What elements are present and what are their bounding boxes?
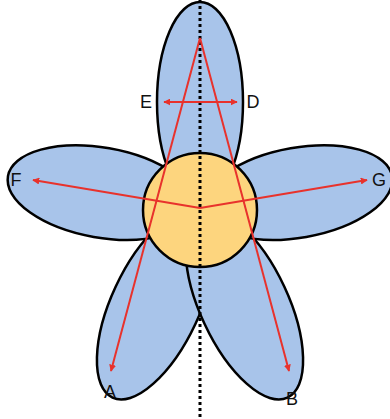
length-arrow: [111, 38, 200, 371]
symmetry-axis: [199, 0, 202, 419]
label-letter: F: [11, 171, 22, 189]
span-arrow: [33, 180, 200, 208]
length-arrow: [200, 38, 289, 371]
span-arrow: [200, 180, 367, 208]
measure-arrows: [33, 38, 367, 371]
label-letter: B: [286, 390, 298, 408]
label-letter: G: [372, 171, 386, 189]
label-letter: A: [104, 383, 116, 401]
label-letter: E: [140, 93, 152, 111]
width-arrow: [164, 101, 237, 103]
label-letter: D: [247, 93, 260, 111]
